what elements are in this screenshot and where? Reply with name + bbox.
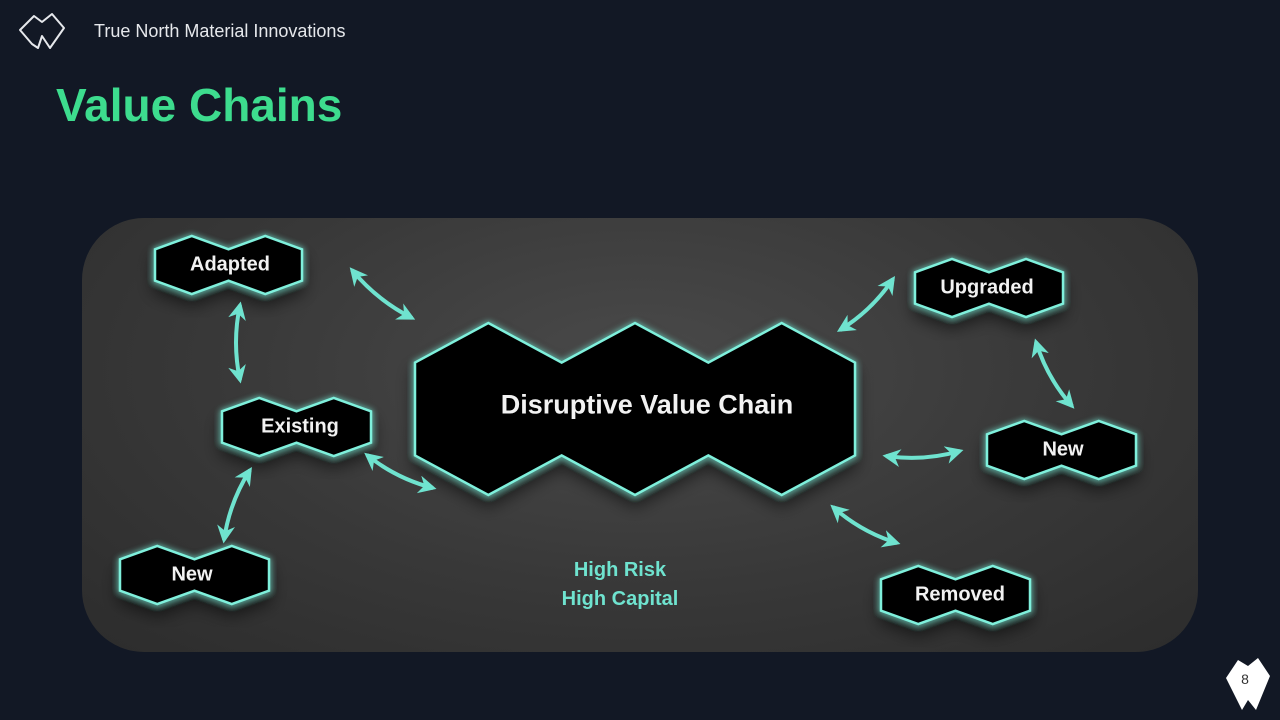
center-node-shape xyxy=(413,321,857,497)
arrow-existing-center xyxy=(364,452,437,494)
node-new-left-shape xyxy=(118,544,271,606)
node-new-right-label: New xyxy=(1042,438,1084,461)
node-removed-label: Removed xyxy=(914,583,1006,606)
risk-line-1: High Risk xyxy=(573,559,667,581)
node-existing-shape xyxy=(220,396,373,458)
arrow-adapted-center xyxy=(349,267,416,320)
node-upgraded-shape xyxy=(913,257,1065,319)
arrow-existing-new xyxy=(217,466,252,544)
page-number: 8 xyxy=(1241,671,1249,687)
risk-line-2: High Capital xyxy=(561,588,679,610)
page-title: Value Chains xyxy=(56,79,343,131)
arrow-center-new xyxy=(882,446,964,467)
center-node-label: Disruptive Value Chain xyxy=(500,389,794,420)
node-adapted-label: Adapted xyxy=(190,253,270,276)
risk-note: High Risk High Capital xyxy=(562,556,679,614)
node-upgraded-label: Upgraded xyxy=(940,276,1034,299)
arrow-center-upgraded xyxy=(836,276,896,332)
company-name: True North Material Innovations xyxy=(94,21,346,41)
node-removed-shape xyxy=(879,564,1032,626)
company-logo xyxy=(16,10,68,52)
iceberg-logo-icon xyxy=(19,13,65,49)
page-badge-icon xyxy=(1226,658,1270,710)
node-existing-label: Existing xyxy=(261,415,339,438)
arrow-center-removed xyxy=(830,504,901,548)
node-new-right-shape xyxy=(985,419,1138,481)
node-new-left-label: New xyxy=(171,563,213,586)
arrow-upgraded-new xyxy=(1031,338,1075,409)
node-adapted-shape xyxy=(153,234,304,296)
arrow-adapted-existing xyxy=(228,301,246,384)
